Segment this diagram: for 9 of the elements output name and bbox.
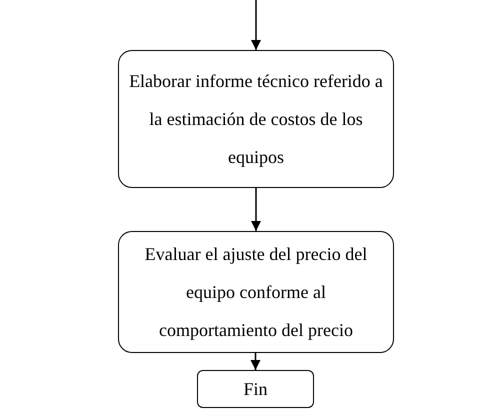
arrow	[251, 188, 261, 231]
process-box	[118, 50, 394, 188]
process-text: Evaluar el ajuste del precio del equipo conforme al comportamiento del precio	[144, 243, 368, 342]
process-box	[118, 231, 394, 353]
arrow	[251, 0, 261, 50]
process-text: Fin	[243, 378, 268, 401]
arrow	[250, 353, 260, 370]
process-box	[197, 370, 314, 408]
process-text: Elaborar informe técnico referido a la estimación de costos de los equipos	[129, 70, 383, 169]
